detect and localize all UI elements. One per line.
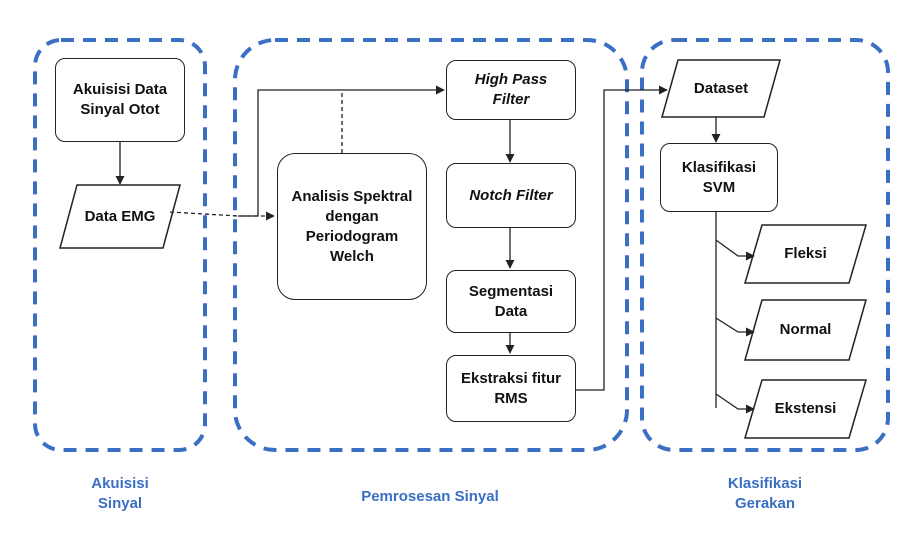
group-classification-label: Klasifikasi Gerakan [727, 475, 803, 512]
node-klasifikasi-svm-label: Klasifikasi SVM [681, 158, 757, 196]
group-processing-label: Pemrosesan Sinyal [361, 488, 499, 505]
edge-data-emg-to-high-pass [238, 85, 445, 217]
node-segmentasi-data-label: Segmentasi Data [468, 282, 554, 320]
node-ekstensi-label: Ekstensi [774, 400, 837, 417]
node-dataset: Dataset [668, 60, 774, 117]
edge-svm-to-normal [715, 317, 755, 337]
node-analisis-welch-label: Analisis Spektral dengan Periodogram Wel… [291, 187, 413, 265]
node-ekstraksi-fitur: Ekstraksi fitur RMS [446, 355, 576, 422]
node-high-pass-filter: High Pass Filter [446, 60, 576, 120]
node-notch-filter: Notch Filter [446, 163, 576, 228]
edge-svm-to-fleksi [715, 239, 755, 261]
fleksi-shape [743, 224, 868, 284]
node-segmentasi-data: Segmentasi Data [446, 270, 576, 333]
node-fleksi: Fleksi [753, 225, 858, 283]
node-data-emg-label: Data EMG [84, 207, 156, 225]
node-normal: Normal [753, 300, 858, 360]
node-akuisisi-data: Akuisisi Data Sinyal Otot [55, 58, 185, 142]
node-analisis-welch: Analisis Spektral dengan Periodogram Wel… [277, 153, 427, 300]
node-notch-filter-label: Notch Filter [469, 186, 553, 204]
group-acquisition-border [33, 38, 207, 452]
edge-ekstraksi-to-dataset [575, 85, 668, 391]
node-dataset-label: Dataset [693, 79, 749, 97]
group-processing-border [233, 38, 629, 452]
node-fleksi-label: Fleksi [784, 245, 827, 262]
node-high-pass-filter-label: High Pass Filter [474, 71, 548, 108]
edge-data-emg-to-welch [169, 211, 275, 221]
ekstensi-shape [743, 379, 868, 439]
node-akuisisi-data-label: Akuisisi Data Sinyal Otot [72, 81, 168, 118]
dataset-shape [661, 59, 781, 118]
node-normal-label: Normal [779, 321, 832, 338]
data-emg-shape [59, 184, 181, 249]
node-klasifikasi-svm: Klasifikasi SVM [660, 143, 778, 212]
edge-svm-to-ekstensi [715, 393, 755, 414]
node-data-emg: Data EMG [65, 185, 175, 248]
node-ekstraksi-fitur-label: Ekstraksi fitur RMS [460, 369, 562, 407]
normal-shape [744, 299, 867, 361]
group-classification-border [640, 38, 890, 452]
group-acquisition-label: Akuisisi Sinyal [91, 475, 149, 512]
node-ekstensi: Ekstensi [753, 380, 858, 438]
